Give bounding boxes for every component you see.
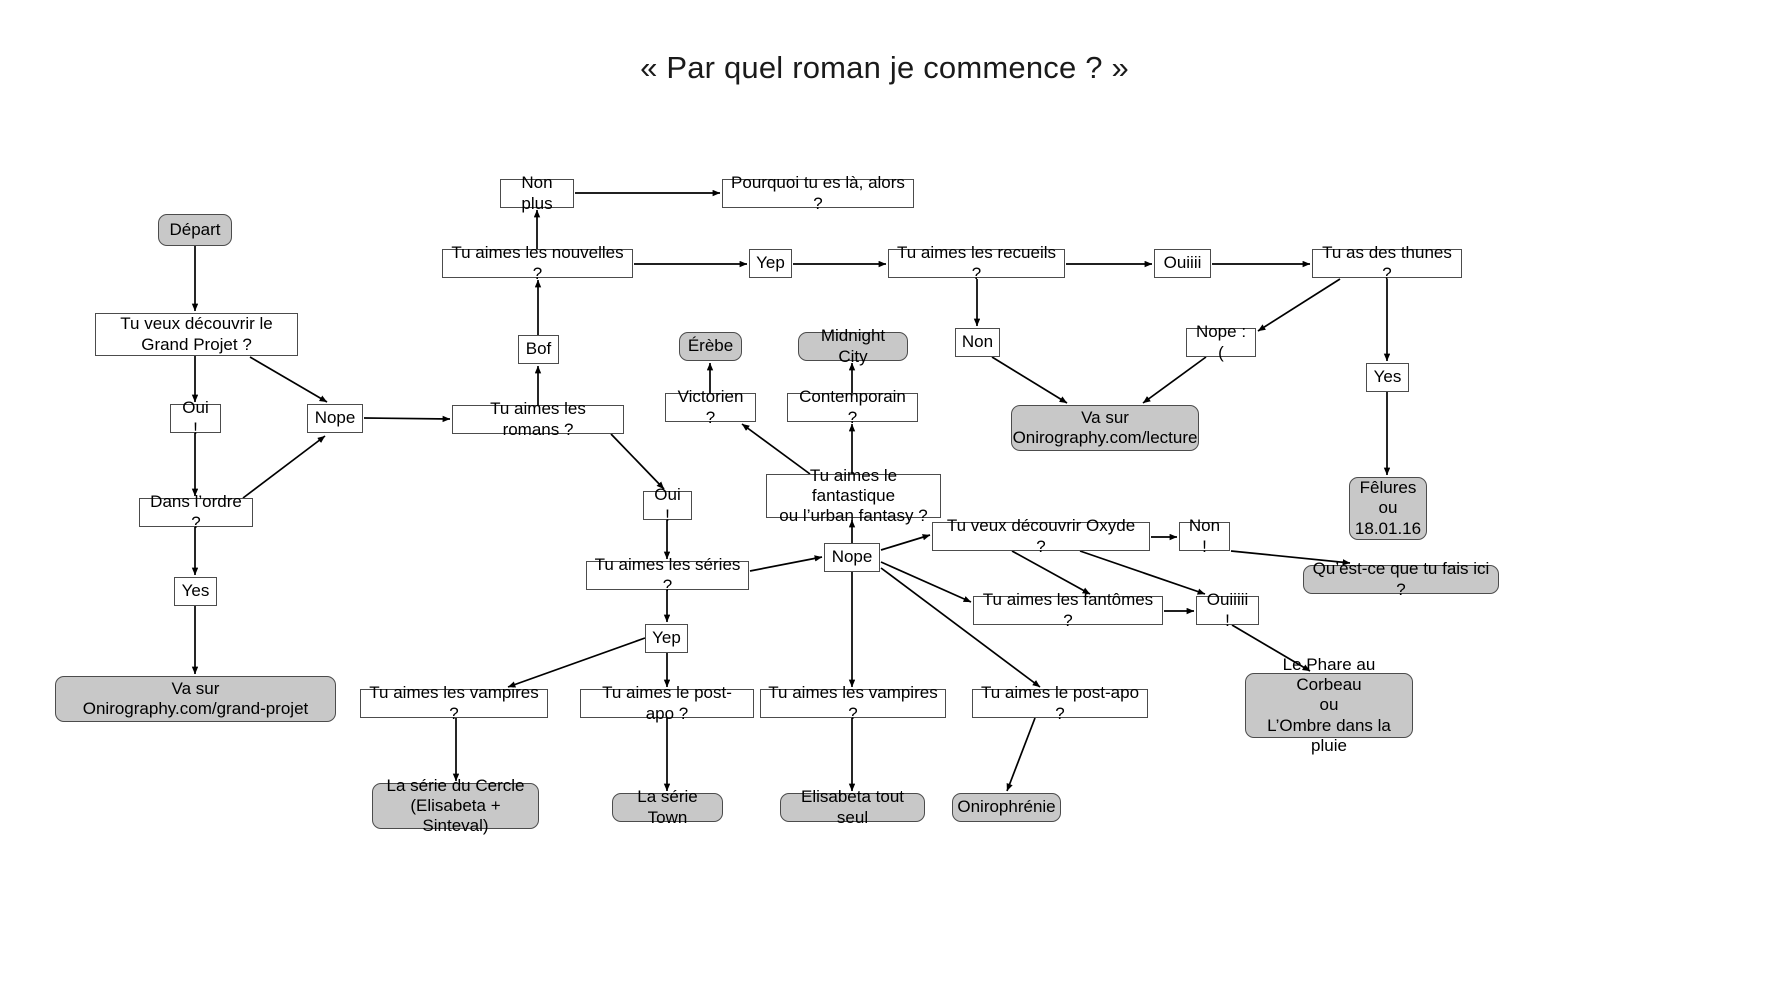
flow-node-non_oxyde[interactable]: Non ! (1179, 516, 1230, 556)
flow-node-va_grand_projet[interactable]: Va sur Onirography.com/grand-projet (55, 676, 336, 722)
flow-node-contemporain[interactable]: Contemporain ? (787, 387, 918, 427)
flow-edge-grand_projet-to-nope_left (249, 356, 328, 403)
flow-node-victorien[interactable]: Victorien ? (665, 387, 756, 427)
flow-edge-nope_hub-to-oxyde (880, 534, 931, 551)
flow-edge-nope_hub-to-postapo2 (880, 567, 1041, 688)
flow-edge-yep_series-to-vampires1 (507, 637, 646, 688)
flow-edge-nope_sad-to-va_lecture (1142, 356, 1207, 404)
flow-node-phare_corbeau[interactable]: Le Phare au Corbeau ou L’Ombre dans la p… (1245, 655, 1413, 755)
flow-node-nope_hub[interactable]: Nope (824, 543, 880, 572)
flow-node-series[interactable]: Tu aimes les séries ? (586, 555, 749, 595)
flow-edge-series-to-nope_hub (749, 555, 823, 572)
flow-node-va_lecture[interactable]: Va sur Onirography.com/lecture (1011, 405, 1199, 451)
flow-node-grand_projet[interactable]: Tu veux découvrir le Grand Projet ? (95, 313, 298, 356)
flow-node-ouiiiii[interactable]: Ouiiiii ! (1196, 590, 1259, 630)
flow-node-romans[interactable]: Tu aimes les romans ? (452, 399, 624, 439)
flow-node-yes_left[interactable]: Yes (174, 577, 217, 606)
flow-edge-nope_left-to-romans (363, 415, 451, 423)
flow-node-elisabeta_seul[interactable]: Elisabeta tout seul (780, 787, 925, 827)
flow-node-postapo1[interactable]: Tu aimes le post-apo ? (580, 683, 754, 723)
flow-node-felures[interactable]: Fêlures ou 18.01.16 (1349, 477, 1427, 540)
flow-node-oui1[interactable]: Oui ! (170, 398, 221, 438)
page-title: « Par quel roman je commence ? » (640, 50, 1129, 85)
flow-node-midnight_city[interactable]: Midnight City (798, 326, 908, 366)
flow-node-recueils[interactable]: Tu aimes les recueils ? (888, 243, 1065, 283)
flow-node-serie_town[interactable]: La série Town (612, 787, 723, 827)
flow-edge-ouiiiii-to-phare_corbeau (1231, 624, 1311, 672)
flow-node-depart[interactable]: Départ (158, 214, 232, 246)
flow-node-non_plus[interactable]: Non plus (500, 173, 574, 213)
flow-edge-dans_ordre-to-nope_left (242, 435, 326, 499)
flow-node-yep_series[interactable]: Yep (645, 624, 688, 653)
flow-node-serie_cercle[interactable]: La série du Cercle (Elisabeta + Sinteval… (372, 776, 539, 835)
flow-node-bof[interactable]: Bof (518, 335, 559, 364)
flow-node-nope_sad[interactable]: Nope :( (1186, 322, 1256, 362)
flow-edge-oxyde-to-fantomes (1011, 550, 1091, 595)
flow-node-non_recueils[interactable]: Non (955, 328, 1000, 357)
flow-node-pourquoi[interactable]: Pourquoi tu es là, alors ? (722, 173, 914, 213)
flow-edge-non_recueils-to-va_lecture (991, 356, 1068, 404)
flow-node-nouvelles[interactable]: Tu aimes les nouvelles ? (442, 243, 633, 283)
flow-edge-non_oxyde-to-quest_ce_que (1230, 550, 1351, 566)
flow-node-nope_left[interactable]: Nope (307, 404, 363, 433)
flow-edge-fantastique-to-victorien (741, 423, 811, 475)
flow-node-thunes[interactable]: Tu as des thunes ? (1312, 243, 1462, 283)
flow-node-yep_top[interactable]: Yep (749, 249, 792, 278)
flow-node-oniro[interactable]: Onirophrénie (952, 793, 1061, 822)
flow-node-dans_ordre[interactable]: Dans l’ordre ? (139, 492, 253, 532)
flow-edge-thunes-to-nope_sad (1257, 278, 1341, 332)
flow-node-erebe[interactable]: Érèbe (679, 332, 742, 361)
flow-node-oxyde[interactable]: Tu veux découvrir Oxyde ? (932, 516, 1150, 556)
flow-node-postapo2[interactable]: Tu aimes le post-apo ? (972, 683, 1148, 723)
flow-edge-oxyde-to-ouiiiii (1079, 550, 1206, 595)
flow-node-ouiiii[interactable]: Ouiiii (1154, 249, 1211, 278)
flow-node-fantomes[interactable]: Tu aimes les fantômes ? (973, 590, 1163, 630)
flow-node-vampires2[interactable]: Tu aimes les vampires ? (760, 683, 946, 723)
flow-node-oui2[interactable]: Oui ! (643, 485, 692, 525)
flow-edge-romans-to-oui2 (610, 433, 665, 490)
flow-edge-postapo2-to-oniro (1006, 717, 1036, 792)
flow-node-vampires1[interactable]: Tu aimes les vampires ? (360, 683, 548, 723)
flow-edge-nope_hub-to-fantomes (880, 561, 972, 603)
flow-node-quest_ce_que[interactable]: Qu’est-ce que tu fais ici ? (1303, 559, 1499, 599)
flow-node-fantastique[interactable]: Tu aimes le fantastique ou l’urban fanta… (766, 466, 941, 525)
flow-node-yes_right[interactable]: Yes (1366, 363, 1409, 392)
